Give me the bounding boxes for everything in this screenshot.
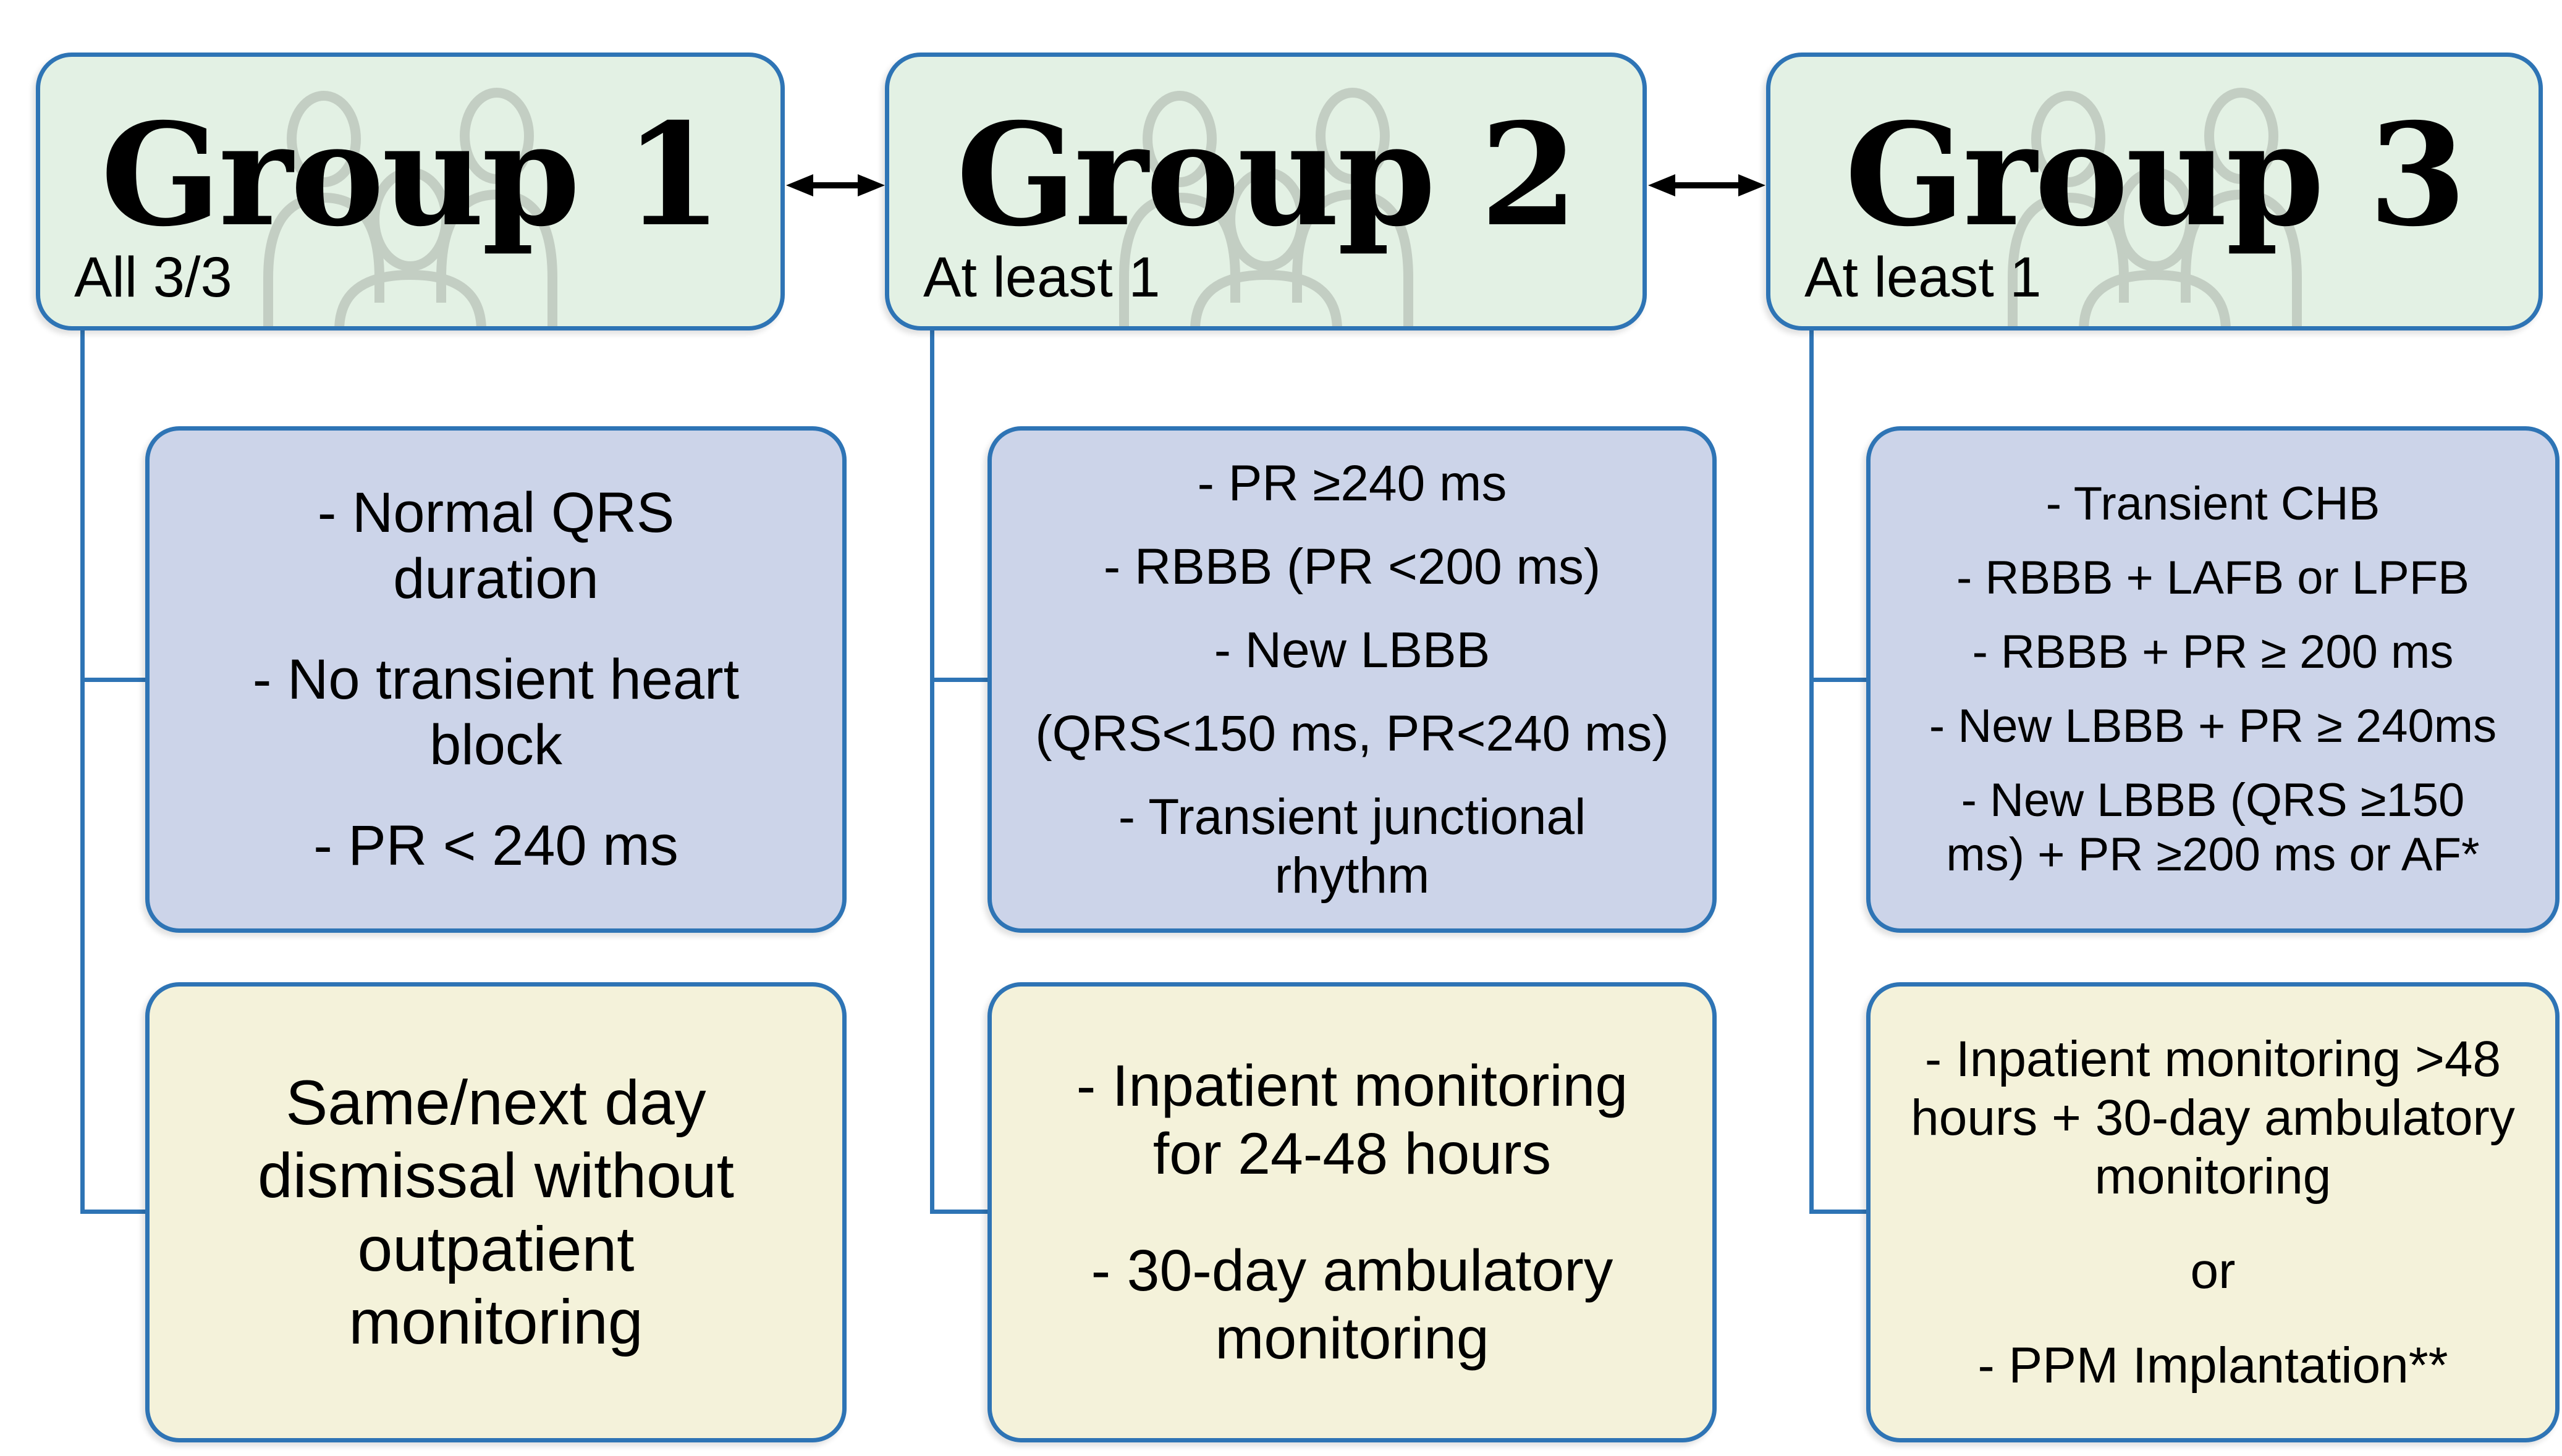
group-2-header-box: Group 2 At least 1 [885, 53, 1647, 330]
criteria-item: - Transient junctional rhythm [1118, 789, 1586, 904]
group-3-criteria-box: - Transient CHB - RBBB + LAFB or LPFB - … [1866, 426, 2560, 933]
criteria-item: (QRS<150 ms, PR<240 ms) [1035, 705, 1669, 762]
group-2-title: Group 2 [956, 91, 1578, 258]
double-arrow-group1-group2 [786, 174, 885, 196]
people-group-icon [1963, 80, 2346, 326]
group-3-title: Group 3 [1845, 91, 2466, 258]
group-2-subtitle: At least 1 [923, 245, 1161, 309]
group-3-header-box: Group 3 At least 1 [1766, 53, 2543, 330]
group-3-action-box: - Inpatient monitoring >48 hours + 30-da… [1866, 982, 2560, 1442]
connector-branch-to-action [1809, 1210, 1871, 1214]
group-2-criteria-box: - PR ≥240 ms - RBBB (PR <200 ms) - New L… [987, 426, 1717, 933]
action-item: - Inpatient monitoring for 24-48 hours [1076, 1053, 1628, 1187]
connector-trunk [1809, 330, 1814, 1212]
criteria-item: - New LBBB [1214, 621, 1490, 678]
criteria-item: - New LBBB + PR ≥ 240ms [1929, 700, 2497, 752]
criteria-item: - RBBB + LAFB or LPFB [1956, 551, 2469, 604]
group-1-subtitle: All 3/3 [74, 245, 232, 309]
action-item: Same/next day dismissal without outpatie… [258, 1067, 734, 1357]
criteria-item: - PR < 240 ms [313, 814, 679, 878]
people-group-icon [1075, 80, 1458, 326]
group-1-title: Group 1 [100, 91, 722, 258]
criteria-item: - PR ≥240 ms [1197, 455, 1507, 511]
right-arrowhead-icon [1738, 174, 1765, 196]
connector-branch-to-criteria [80, 678, 150, 682]
action-item: or [2190, 1243, 2236, 1300]
connector-branch-to-criteria [930, 678, 992, 682]
action-item: - Inpatient monitoring >48 hours + 30-da… [1911, 1030, 2515, 1205]
double-arrow-group2-group3 [1648, 174, 1765, 196]
group-3-subtitle: At least 1 [1804, 245, 2042, 309]
group-2-action-box: - Inpatient monitoring for 24-48 hours -… [987, 982, 1717, 1442]
action-item: - 30-day ambulatory monitoring [1091, 1237, 1613, 1371]
people-group-icon [219, 80, 602, 326]
right-arrowhead-icon [858, 174, 885, 196]
group-1-action-box: Same/next day dismissal without outpatie… [145, 982, 847, 1442]
arrow-shaft [1667, 182, 1747, 188]
criteria-item: - New LBBB (QRS ≥150 ms) + PR ≥200 ms or… [1946, 774, 2480, 882]
connector-trunk [930, 330, 934, 1212]
criteria-item: - RBBB + PR ≥ 200 ms [1972, 625, 2454, 678]
connector-branch-to-criteria [1809, 678, 1871, 682]
connector-branch-to-action [930, 1210, 992, 1214]
arrow-shaft [805, 182, 866, 188]
group-1-criteria-box: - Normal QRS duration - No transient hea… [145, 426, 847, 933]
connector-branch-to-action [80, 1210, 150, 1214]
criteria-item: - Normal QRS duration [317, 481, 675, 610]
criteria-item: - No transient heart block [252, 647, 740, 777]
connector-trunk [80, 330, 85, 1212]
criteria-item: - Transient CHB [2045, 477, 2380, 530]
group-1-header-box: Group 1 All 3/3 [36, 53, 785, 330]
criteria-item: - RBBB (PR <200 ms) [1103, 538, 1601, 595]
action-item: - PPM Implantation** [1977, 1337, 2448, 1394]
